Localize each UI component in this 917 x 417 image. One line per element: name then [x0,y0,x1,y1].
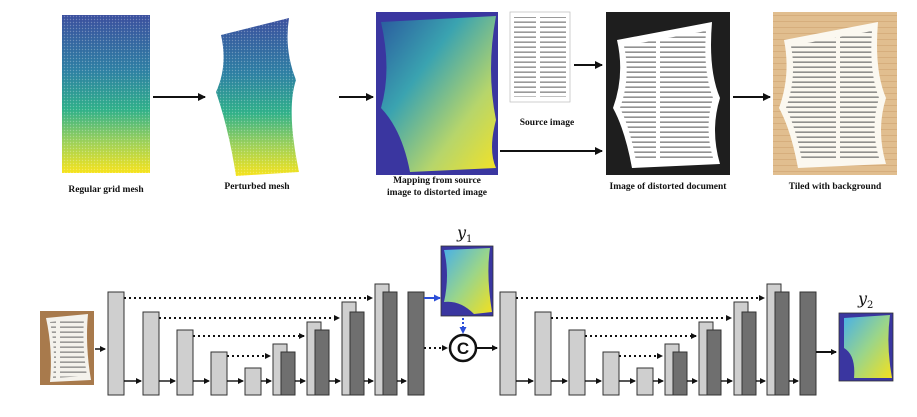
net1-output-block [407,291,425,396]
source-image-caption: Source image [520,118,574,128]
tiled-caption: Tiled with background [789,182,882,192]
network-1 [107,283,425,396]
net2-decoder-dark-1 [672,351,688,396]
mapping-field [381,16,496,172]
y1-image-field [444,248,492,314]
regular-grid-mesh-panel: Regular grid mesh [62,15,150,195]
net1-decoder-dark-3 [349,311,365,396]
net2-encoder-block-3 [568,329,586,396]
y2-subscript: 2 [867,300,873,311]
net1-encoder-block-2 [142,311,160,396]
tiled-background-panel: Tiled with background [773,12,897,192]
net2-decoder-dark-2 [706,329,722,396]
net1-decoder-dark-4 [382,291,398,396]
y1-subscript: 1 [466,234,472,245]
net2-decoder-dark-4 [774,291,790,396]
distorted-caption: Image of distorted document [610,182,728,192]
concat-node: C [448,333,478,363]
y2-label: y2 [857,289,873,311]
distorted-image-panel: Image of distorted document [606,12,730,192]
network-2 [499,283,817,396]
net2-encoder-block-2 [534,311,552,396]
input-document-text [50,319,87,378]
tiled-document-text [786,31,879,161]
mapping-caption-line2: image to distorted image [387,188,487,198]
net1-encoder-block-1 [107,291,125,396]
net2-output-block [799,291,817,396]
net1-decoder-dark-1 [280,351,296,396]
y2-image-field [844,315,892,378]
perturbed-mesh-caption: Perturbed mesh [224,182,290,192]
distorted-document-text [620,31,713,161]
net2-bottleneck-block [636,367,654,396]
mapping-panel: Mapping from source image to distorted i… [376,12,498,198]
net2-encoder-block-4 [602,351,620,396]
concat-symbol: C [457,339,469,358]
perturbed-mesh-panel: Perturbed mesh [216,18,299,192]
regular-grid-mesh-caption: Regular grid mesh [68,185,144,195]
net1-encoder-block-3 [176,329,194,396]
net1-decoder-dark-2 [314,329,330,396]
y1-symbol: y [456,223,467,242]
net1-encoder-block-4 [210,351,228,396]
net1-bottleneck-block [244,367,262,396]
input-document-thumbnail [40,311,94,385]
output-y1: y1 [440,223,494,317]
output-y2: y2 [838,289,894,382]
regular-grid-mesh-dots [62,15,150,173]
mapping-caption-line1: Mapping from source [393,176,481,186]
source-document-text [514,17,566,97]
source-image-panel: Source image [509,11,574,128]
perturbed-mesh-dots [216,18,299,176]
net2-encoder-block-1 [499,291,517,396]
y2-symbol: y [857,289,868,308]
y1-label: y1 [456,223,472,245]
net2-decoder-dark-3 [741,311,757,396]
